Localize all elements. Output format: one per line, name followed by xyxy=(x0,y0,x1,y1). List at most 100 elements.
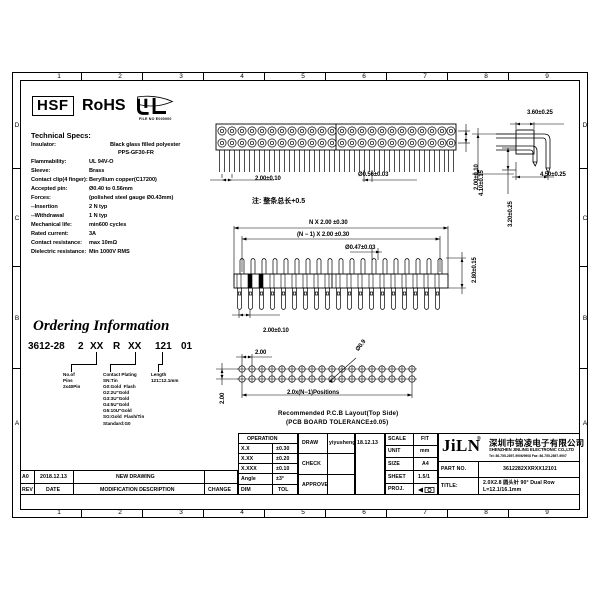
operation-tol-3: ±3° xyxy=(276,476,285,482)
col-mark-top-1: 1 xyxy=(57,73,61,80)
spec-value-contact-resistance: max 10mΩ xyxy=(89,240,118,246)
operation-dim-3: Angle xyxy=(241,476,256,482)
spec-label-mechanical-life: Mechanical life: xyxy=(31,222,72,228)
company-telephone: Tel: 86-755-2897-9906/9908 Fax: 86-755-2… xyxy=(489,454,567,458)
spec-label-insulator: Insulator: xyxy=(31,142,56,148)
revision-header-change: CHANGE xyxy=(208,487,232,493)
spec-label-accepted-pin: Accepted pin: xyxy=(31,186,68,192)
top-view-drawing xyxy=(210,123,470,182)
spec-label-sleeve: Sleeve: xyxy=(31,168,51,174)
order-code-length: 121 xyxy=(155,341,172,352)
col-mark-bottom-2: 2 xyxy=(118,509,122,516)
row-mark-left-d: D xyxy=(14,122,20,129)
operation-group xyxy=(238,433,298,495)
spec-label-insertion: --Insertion xyxy=(31,204,58,210)
rohs-logo: RoHS xyxy=(82,97,126,114)
company-logo: JiLN xyxy=(442,436,481,455)
row-mark-left-a: A xyxy=(14,420,20,427)
col-mark-top-7: 7 xyxy=(423,73,427,80)
draw-label: DRAW xyxy=(302,440,319,446)
pcb-caption-line1: Recommended P.C.B Layout(Top Side) xyxy=(278,410,399,417)
projection-symbol-icon xyxy=(418,487,435,493)
order-code-suffix: 01 xyxy=(181,341,193,352)
col-mark-top-2: 2 xyxy=(118,73,122,80)
row-mark-left-b: B xyxy=(14,315,20,322)
spec-label-dielectric-resistance: Dielectric resistance: xyxy=(31,249,87,255)
front-view-height-dim: 2.80±0.15 xyxy=(472,257,478,283)
revision-header-rev: REV xyxy=(22,487,33,493)
order-note-length: Length 121=12.1mm xyxy=(151,372,179,384)
sheet-info-group xyxy=(385,433,438,495)
col-mark-bottom-1: 1 xyxy=(57,509,61,516)
front-view-pitch-dim: 2.00±0.10 xyxy=(263,328,289,334)
order-note-pins: No.of Pins 2x40Pin xyxy=(63,372,81,390)
top-view-pitch-dim: 2.00±0.10 xyxy=(255,176,281,182)
check-label: CHECK xyxy=(302,461,321,467)
col-mark-bottom-4: 4 xyxy=(240,509,244,516)
col-mark-top-8: 8 xyxy=(484,73,488,80)
pcb-layout-drawing xyxy=(216,354,417,398)
spec-value-dielectric-resistance: Min 1000V RMS xyxy=(89,249,130,255)
row-mark-left-c: C xyxy=(14,215,20,222)
row-mark-right-c: C xyxy=(582,215,588,222)
operation-dim-0: X.X xyxy=(241,446,250,452)
operation-tol-4: TOL xyxy=(278,487,289,493)
col-mark-top-6: 6 xyxy=(362,73,366,80)
operation-header: OPERATION xyxy=(247,436,278,442)
proj-label: PROJ. xyxy=(388,486,405,492)
tech-specs-title: Technical Specs: xyxy=(31,131,91,140)
revision-block xyxy=(20,470,238,495)
approval-name-col xyxy=(327,433,355,495)
operation-tol-2: ±0.10 xyxy=(276,466,290,472)
spec-value-insertion: 2 N typ xyxy=(89,204,108,210)
sheet-value: 1.5/1 xyxy=(418,474,431,480)
order-code-r: R xyxy=(113,341,121,352)
revision-header-desc: MODIFICATION DESCRIPTION xyxy=(100,487,175,493)
unit-label: UNIT xyxy=(388,448,401,454)
row-mark-right-b: B xyxy=(582,315,588,322)
title-value-line1: 2.0X2.8 圆头针 90° Dual Row xyxy=(483,480,555,486)
size-label: SIZE xyxy=(388,461,400,467)
front-view-pin-dia-dim: Ø0.47±0.03 xyxy=(345,245,376,251)
spec-label-withdrawal: --Withdrawal xyxy=(31,213,64,219)
spec-value-withdrawal: 1 N typ xyxy=(89,213,108,219)
operation-dim-1: X.XX xyxy=(241,456,254,462)
col-mark-bottom-5: 5 xyxy=(301,509,305,516)
spec-value-flammability: UL 94V-O xyxy=(89,159,114,165)
side-view-drawing xyxy=(472,122,564,194)
spec-value-rated-current: 3A xyxy=(89,231,97,237)
frame-inner-border xyxy=(20,80,580,510)
operation-tol-0: ±0.30 xyxy=(276,446,290,452)
order-code-base: 3612-28 xyxy=(28,341,65,352)
front-view-drawing xyxy=(232,226,466,318)
draw-name: yiyusheng xyxy=(329,440,356,446)
spec-value-mechanical-life: min600 cycles xyxy=(89,222,127,228)
order-code-pins: XX xyxy=(90,341,104,352)
col-mark-bottom-6: 6 xyxy=(362,509,366,516)
spec-value-insulator-2: PPS-GF30-FR xyxy=(118,150,154,156)
company-registered-mark: ® xyxy=(477,436,481,442)
operation-dim-4: DIM xyxy=(241,487,251,493)
col-mark-bottom-8: 8 xyxy=(484,509,488,516)
spec-value-accepted-pin: Ø0.40 to 0.56mm xyxy=(89,186,133,192)
frame-outer-border xyxy=(12,72,588,518)
ordering-information-title: Ordering Information xyxy=(33,318,170,334)
spec-label-forces: Forces: xyxy=(31,195,51,201)
row-mark-right-d: D xyxy=(582,122,588,129)
ul-file-number: FILE NO E000000 xyxy=(139,117,172,121)
scale-label: SCALE xyxy=(388,436,407,442)
spec-label-contact-clip: Contact clip(4 finger): xyxy=(31,177,88,183)
front-view-pin-span-dim: (N − 1) X 2.00 ±0.30 xyxy=(297,232,350,238)
pcb-caption-line2: (PCB BOARD TOLERANCE±0.05) xyxy=(286,419,389,426)
title-label: TITLE: xyxy=(441,483,458,489)
revision-date-0: 2018.12.13 xyxy=(40,474,67,480)
pcb-row-dim: 2.00 xyxy=(220,392,226,404)
spec-label-flammability: Flammability: xyxy=(31,159,67,165)
company-name-cn: 深圳市锦凌电子有限公司 xyxy=(489,438,585,448)
order-code-rows: 2 xyxy=(78,341,84,352)
top-view-hole-dia-dim: Ø0.56±0.03 xyxy=(358,172,389,178)
side-view-tail-length-dim: 4.50±0.25 xyxy=(540,172,566,178)
col-mark-top-5: 5 xyxy=(301,73,305,80)
unit-value: mm xyxy=(420,448,430,454)
